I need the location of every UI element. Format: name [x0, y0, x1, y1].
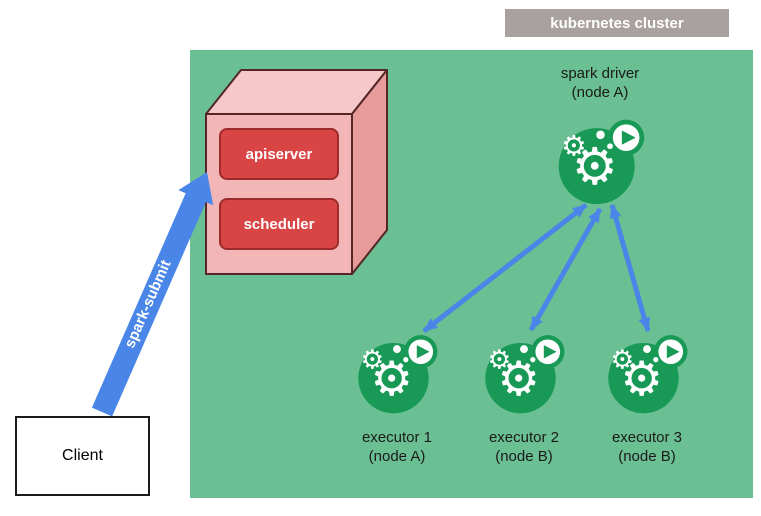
dot-icon	[595, 130, 605, 140]
apiserver-node: apiserver	[219, 128, 339, 180]
kubernetes-cluster-label: kubernetes cluster	[505, 9, 729, 37]
executor-3-node: ⚙ ⚙ executor 3 (node B)	[587, 328, 707, 466]
gear-icon: ⚙	[488, 344, 512, 375]
spark-pod-icon: ⚙ ⚙	[485, 335, 565, 414]
executor-3-label-line1: executor 3	[611, 429, 683, 446]
play-icon	[621, 130, 636, 145]
dot-icon	[393, 345, 401, 354]
client-label: Client	[62, 447, 103, 464]
executor-2-label-line1: executor 2	[488, 429, 560, 446]
executor-1-node: ⚙ ⚙ executor 1 (node A)	[337, 328, 457, 466]
dot-icon	[520, 345, 528, 354]
dot-icon	[653, 357, 659, 363]
executor-1-label-line1: executor 1	[361, 429, 433, 446]
executor-2-node: ⚙ ⚙ executor 2 (node B)	[464, 328, 584, 466]
spark-driver-label: spark driver (node A)	[515, 64, 685, 102]
dot-icon	[606, 143, 613, 150]
scheduler-node: scheduler	[219, 198, 339, 250]
spark-driver-label-line2: (node A)	[571, 84, 629, 101]
kubernetes-cluster-label-text: kubernetes cluster	[550, 14, 684, 32]
dot-icon	[403, 357, 409, 363]
gear-icon: ⚙	[611, 344, 635, 375]
executor-1-label: executor 1 (node A)	[337, 428, 457, 466]
client-box: Client	[15, 416, 150, 496]
executor-3-label-line2: (node B)	[618, 448, 676, 465]
apiserver-label: apiserver	[245, 145, 313, 163]
gear-icon: ⚙	[561, 130, 587, 163]
play-icon	[543, 345, 557, 359]
scheduler-label: scheduler	[243, 215, 315, 233]
gear-icon: ⚙	[361, 344, 385, 375]
spark-submit-label: spark-submit	[121, 258, 174, 351]
dot-icon	[530, 357, 536, 363]
play-icon	[416, 345, 430, 359]
play-icon	[666, 345, 680, 359]
spark-driver-label-line1: spark driver	[560, 65, 640, 82]
spark-pod-icon: ⚙ ⚙	[608, 335, 688, 414]
executor-1-label-line2: (node A)	[368, 448, 426, 465]
executor-2-label-line2: (node B)	[495, 448, 553, 465]
spark-pod-icon: ⚙ ⚙	[358, 335, 438, 414]
executor-2-label: executor 2 (node B)	[464, 428, 584, 466]
spark-driver-node: spark driver (node A) ⚙ ⚙	[515, 64, 685, 207]
dot-icon	[643, 345, 651, 354]
spark-pod-icon: ⚙ ⚙	[558, 119, 644, 205]
executor-3-label: executor 3 (node B)	[587, 428, 707, 466]
